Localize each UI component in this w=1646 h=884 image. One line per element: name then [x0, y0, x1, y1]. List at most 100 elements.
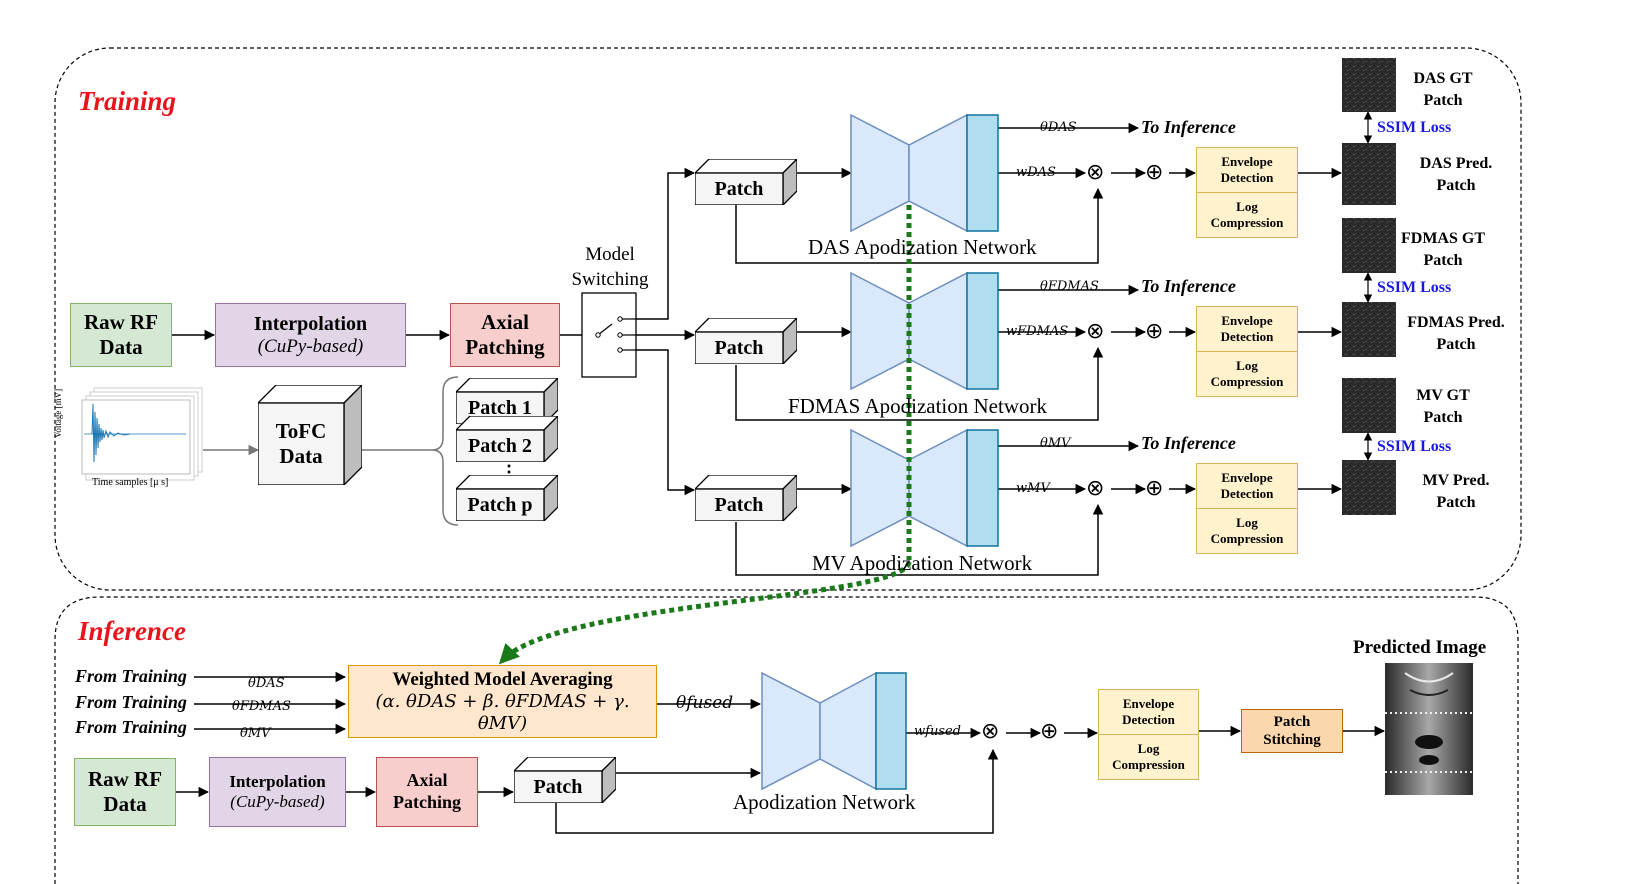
theta-fdmas-input: θFDMAS: [232, 699, 291, 714]
das-to-inference: To Inference: [1141, 117, 1236, 137]
mv-add-icon: ⊕: [1145, 476, 1164, 501]
fdmas-patch-label: Patch: [714, 337, 764, 359]
mv-theta-label: θMV: [1040, 436, 1071, 451]
patch-brace: [431, 376, 459, 526]
weighted-model-averaging-box: Weighted Model Averaging (α. θDAS + β. θ…: [348, 665, 657, 738]
patch-stack-label: Patch 2: [468, 435, 532, 457]
training-raw-rf-box: Raw RF Data: [70, 303, 172, 367]
branch-fdmas-wires: [735, 272, 1373, 421]
inference-envelope-box: Envelope Detection Log Compression: [1098, 689, 1199, 780]
fdmas-add-icon: ⊕: [1145, 319, 1164, 344]
inference-axial-patching-box: Axial Patching: [376, 757, 478, 827]
fdmas-apodization-network: [850, 271, 999, 391]
patch-stack-item: Patch p: [456, 475, 558, 521]
inference-log-compression: Log Compression: [1112, 741, 1185, 772]
fdmas-log-compression: Log Compression: [1210, 358, 1284, 389]
das-pred-image: [1342, 143, 1396, 205]
fdmas-to-inference: To Inference: [1141, 276, 1236, 296]
das-ssim-loss: SSIM Loss: [1377, 119, 1452, 136]
to-wma-link: [498, 560, 912, 665]
das-patch-label: Patch: [714, 178, 764, 200]
interpolation-subtitle: (CuPy-based): [257, 335, 364, 357]
from-training-3: From Training: [75, 717, 187, 737]
das-theta-label: θDAS: [1040, 120, 1077, 135]
das-gt-label: DAS GT Patch: [1413, 70, 1473, 109]
interpolation-title: Interpolation: [253, 312, 368, 335]
das-pred-label: DAS Pred. Patch: [1419, 155, 1493, 194]
fdmas-pred-image: [1342, 302, 1396, 357]
inference-apodization-network: [761, 671, 907, 791]
fdmas-network-label: FDMAS Apodization Network: [788, 394, 1047, 418]
mv-patch-label: Patch: [714, 494, 764, 516]
rf-data-plot: [81, 387, 203, 481]
multiply-icon: ⊗: [981, 719, 1000, 744]
branch-mv-wires: [735, 432, 1373, 576]
tofc-cube: ToFC Data: [258, 385, 362, 485]
fdmas-gt-image: [1342, 218, 1396, 273]
das-envelope-detection: Envelope Detection: [1197, 148, 1297, 193]
inference-interpolation-box: Interpolation (CuPy-based): [209, 757, 346, 827]
mv-ssim-loss: SSIM Loss: [1377, 438, 1452, 455]
model-switching-label: Model Switching: [571, 244, 649, 290]
mv-w-label: wMV: [1016, 481, 1050, 496]
patch-stitching-box: Patch Stitching: [1241, 709, 1343, 753]
fdmas-theta-label: θFDMAS: [1040, 279, 1099, 294]
rf-plot-xlabel: Time samples [μ s]: [92, 477, 169, 488]
inference-patch-label: Patch: [533, 776, 583, 798]
das-add-icon: ⊕: [1145, 160, 1164, 185]
branch-das-wires: [735, 111, 1373, 264]
inference-interpolation-title: Interpolation: [229, 771, 326, 791]
inference-title: Inference: [78, 616, 186, 646]
mv-to-inference: To Inference: [1141, 433, 1236, 453]
patch-stack-label: Patch p: [467, 494, 533, 516]
tofc-label: ToFC Data: [275, 418, 327, 468]
training-axial-patching-box: Axial Patching: [450, 303, 560, 367]
fdmas-ssim-loss: SSIM Loss: [1377, 279, 1452, 296]
from-training-2: From Training: [75, 692, 187, 712]
mv-gt-label: MV GT Patch: [1416, 387, 1470, 426]
mv-patch-box: Patch: [695, 475, 797, 521]
inference-patch-box: Patch: [514, 757, 616, 803]
w-fused-label: wfused: [914, 724, 961, 739]
mv-multiply-icon: ⊗: [1086, 476, 1105, 501]
mv-network-label: MV Apodization Network: [812, 551, 1033, 575]
add-icon: ⊕: [1040, 719, 1059, 744]
das-multiply-icon: ⊗: [1086, 160, 1105, 185]
training-interpolation-box: Interpolation (CuPy-based): [215, 303, 406, 367]
fdmas-envelope-detection: Envelope Detection: [1197, 307, 1297, 352]
fdmas-w-label: wFDMAS: [1006, 324, 1069, 339]
fdmas-pred-label: FDMAS Pred. Patch: [1407, 314, 1505, 353]
das-apodization-network: [850, 113, 999, 233]
fdmas-multiply-icon: ⊗: [1086, 319, 1105, 344]
predicted-image: [1385, 663, 1473, 795]
mv-pred-label: MV Pred. Patch: [1422, 472, 1490, 511]
fdmas-patch-box: Patch: [695, 318, 797, 364]
das-w-label: wDAS: [1016, 165, 1056, 180]
inference-raw-rf-box: Raw RF Data: [74, 758, 176, 826]
theta-mv-input: θMV: [240, 726, 271, 741]
das-network-label: DAS Apodization Network: [808, 235, 1037, 259]
inference-interpolation-subtitle: (CuPy-based): [230, 792, 325, 811]
das-gt-image: [1342, 58, 1396, 112]
theta-das-input: θDAS: [248, 676, 285, 691]
inference-envelope-detection: Envelope Detection: [1099, 690, 1198, 735]
training-title: Training: [78, 86, 177, 116]
rf-plot-ylabel: Voltage [mV]: [53, 388, 63, 438]
mv-pred-image: [1342, 460, 1396, 515]
das-log-compression: Log Compression: [1210, 199, 1284, 230]
patch-stack-item: Patch 2: [456, 416, 558, 462]
wma-formula: (α. θDAS + β. θFDMAS + γ. θMV): [375, 691, 630, 734]
wma-title: Weighted Model Averaging: [392, 668, 613, 690]
mv-log-compression: Log Compression: [1210, 515, 1284, 546]
patch-stack-label: Patch 1: [468, 397, 532, 419]
mv-envelope-detection: Envelope Detection: [1197, 464, 1297, 509]
inference-network-label: Apodization Network: [733, 790, 916, 814]
theta-fused-label: θfused: [676, 693, 734, 713]
mv-apodization-network: [850, 428, 999, 548]
das-patch-box: Patch: [695, 159, 797, 205]
